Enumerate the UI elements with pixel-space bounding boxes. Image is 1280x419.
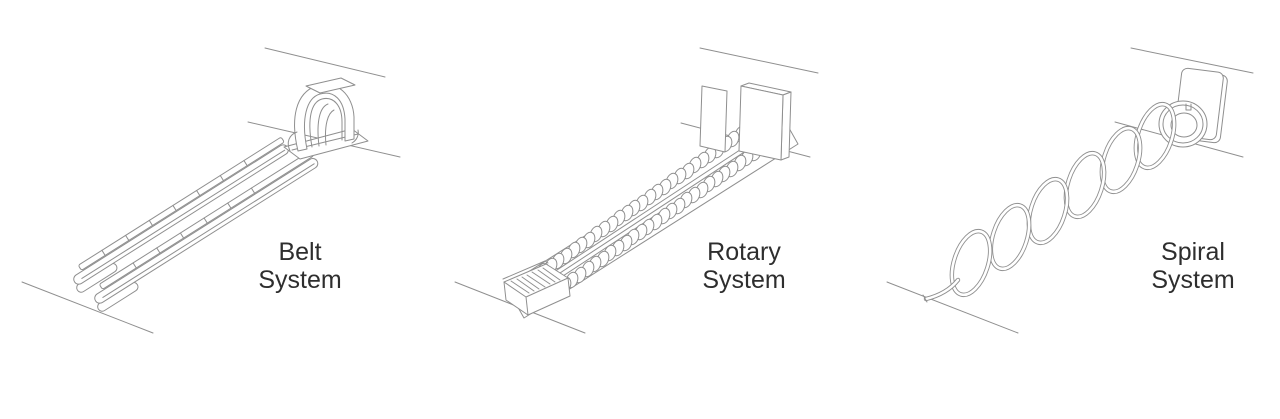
label-line: System bbox=[1151, 266, 1235, 294]
ground-line bbox=[21, 281, 154, 334]
belt-system-icon bbox=[21, 47, 401, 334]
belt-system-label: Belt System bbox=[258, 238, 341, 294]
ground-line bbox=[886, 281, 1019, 334]
wall-top-line bbox=[699, 47, 819, 74]
spiral-drum bbox=[1158, 100, 1208, 148]
spiral-coil bbox=[922, 99, 1181, 303]
label-line: System bbox=[258, 266, 342, 294]
rotary-end-panels bbox=[699, 82, 792, 161]
label-line: Spiral bbox=[1161, 238, 1225, 266]
label-line: Rotary bbox=[707, 238, 781, 266]
belt-rail-back bbox=[73, 137, 289, 293]
rotary-system-icon bbox=[454, 47, 819, 334]
belt-rail-front bbox=[94, 150, 319, 312]
belt-turnaround-unit bbox=[283, 77, 369, 160]
rotary-drive-block bbox=[502, 260, 571, 316]
wire-end-cap bbox=[922, 294, 928, 303]
rotary-system-label: Rotary System bbox=[702, 238, 785, 294]
spiral-system-label: Spiral System bbox=[1151, 238, 1234, 294]
wall-top-line bbox=[1130, 47, 1254, 74]
spiral-system-icon bbox=[886, 47, 1254, 334]
label-line: Belt bbox=[278, 238, 322, 266]
wall-top-line bbox=[264, 47, 386, 78]
label-line: System bbox=[702, 266, 786, 294]
